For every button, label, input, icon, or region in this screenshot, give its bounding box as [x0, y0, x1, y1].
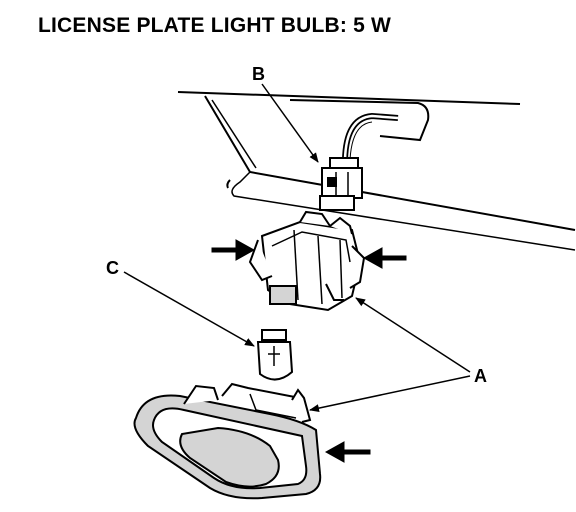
- leader-a-upper: [355, 297, 471, 373]
- bulb-c: [256, 329, 294, 381]
- press-arrow-right: [362, 247, 407, 269]
- callout-b: B: [252, 64, 265, 84]
- press-arrows: [211, 239, 407, 463]
- press-arrow-left: [211, 239, 256, 261]
- callout-a: A: [474, 366, 487, 386]
- leader-c: [123, 271, 255, 347]
- press-arrow-lens: [324, 441, 371, 463]
- callout-c: C: [106, 258, 119, 278]
- lens-assembly: [133, 382, 322, 500]
- page-title: LICENSE PLATE LIGHT BULB: 5 W: [38, 14, 392, 37]
- leader-b: [261, 83, 319, 163]
- leader-a-lower: [309, 375, 471, 413]
- socket-housing: [248, 210, 366, 312]
- leader-lines: [123, 83, 471, 413]
- connector-b: [319, 112, 399, 211]
